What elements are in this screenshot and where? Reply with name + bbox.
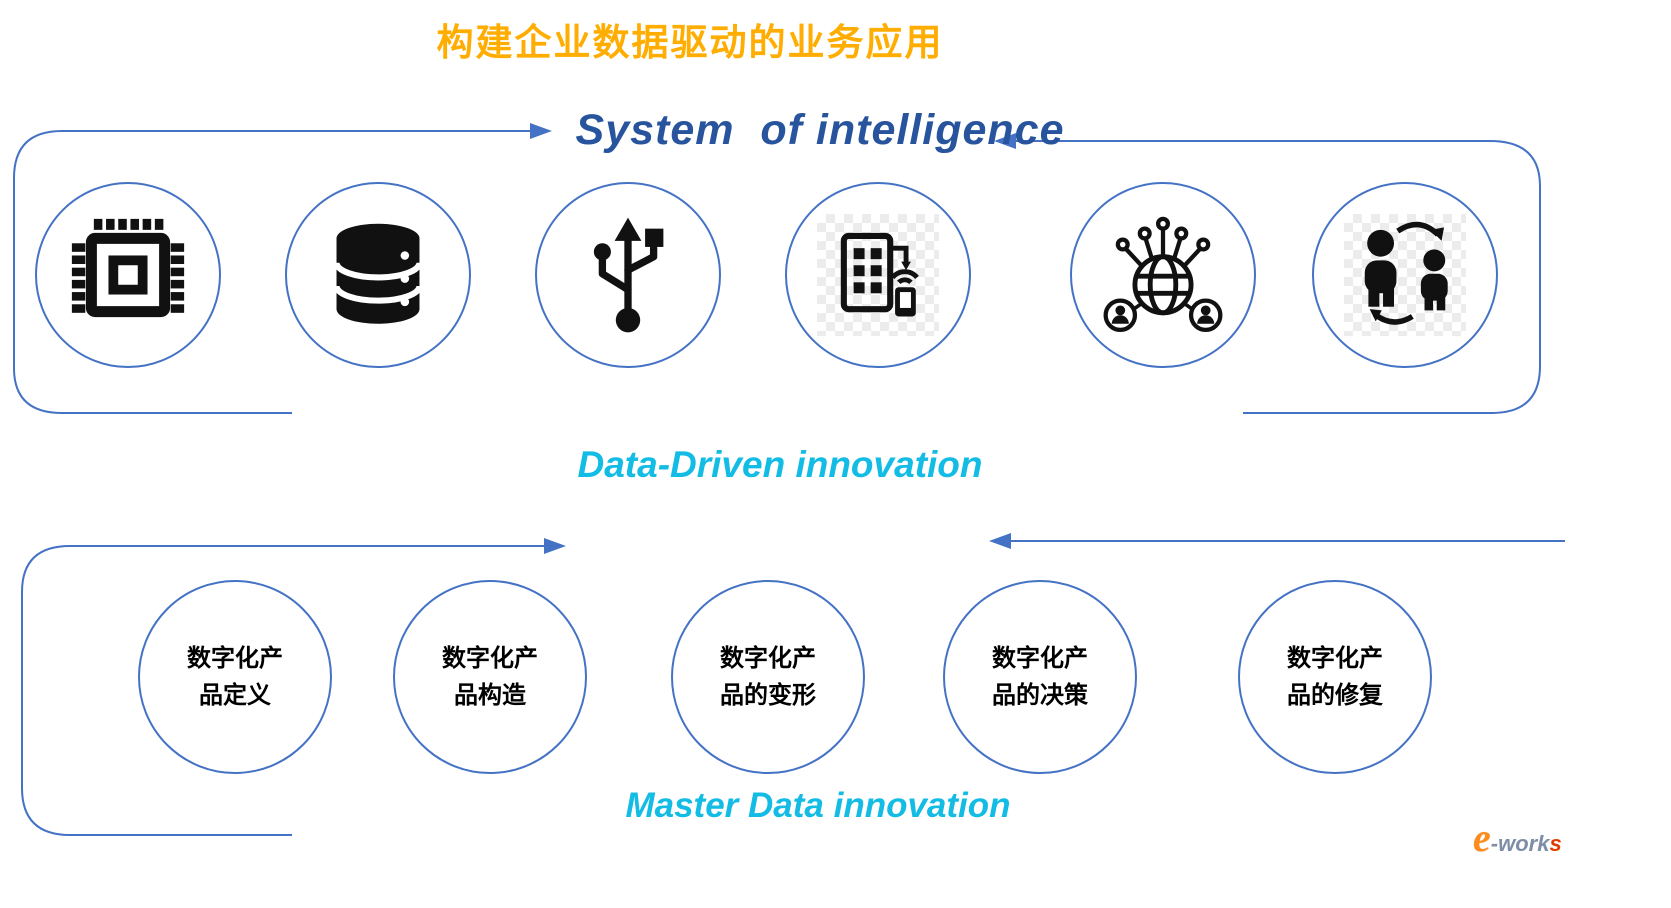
top-section-heading: System of intelligence: [575, 106, 1065, 154]
usb-connector-icon: [567, 214, 689, 336]
node-label-line2: 品定义: [199, 682, 271, 709]
node-label-line1: 数字化产: [720, 644, 816, 672]
node-label-line2: 品的修复: [1287, 682, 1383, 709]
node-label: 数字化产 品的决策: [992, 640, 1088, 714]
node-label-line1: 数字化产: [442, 644, 538, 672]
intelligence-node-database: [285, 182, 471, 368]
logo-s: s: [1549, 831, 1562, 856]
node-label-line1: 数字化产: [1287, 644, 1383, 672]
intelligence-node-cpu: [35, 182, 221, 368]
master-node-construction: 数字化产 品构造: [393, 580, 587, 774]
arrow-right-icon: [544, 538, 566, 554]
cpu-chip-icon: [67, 214, 189, 336]
node-label-line1: 数字化产: [992, 644, 1088, 672]
master-node-definition: 数字化产 品定义: [138, 580, 332, 774]
node-label-line2: 品的决策: [992, 682, 1088, 709]
eworks-logo: e-works: [1473, 814, 1562, 861]
intelligence-node-exchange: [1312, 182, 1498, 368]
logo-e: e: [1473, 815, 1491, 860]
master-data-caption: Master Data innovation: [625, 786, 1011, 825]
database-icon: [317, 214, 439, 336]
intelligence-node-network: [1070, 182, 1256, 368]
master-node-transformation: 数字化产 品的变形: [671, 580, 865, 774]
logo-work: -work: [1490, 831, 1550, 856]
node-label-line2: 品构造: [454, 682, 526, 709]
arrow-left-icon: [989, 533, 1011, 549]
smart-device-icon: [817, 214, 939, 336]
intelligence-node-usb: [535, 182, 721, 368]
node-label-line2: 品的变形: [720, 682, 816, 709]
global-network-icon: [1102, 214, 1224, 336]
master-node-decision: 数字化产 品的决策: [943, 580, 1137, 774]
master-node-repair: 数字化产 品的修复: [1238, 580, 1432, 774]
node-label: 数字化产 品的变形: [720, 640, 816, 714]
node-label: 数字化产 品的修复: [1287, 640, 1383, 714]
people-exchange-icon: [1344, 214, 1466, 336]
node-label: 数字化产 品构造: [442, 640, 538, 714]
node-label: 数字化产 品定义: [187, 640, 283, 714]
node-label-line1: 数字化产: [187, 644, 283, 672]
data-driven-caption: Data-Driven innovation: [577, 444, 983, 485]
arrow-right-icon: [530, 123, 552, 139]
intelligence-node-device: [785, 182, 971, 368]
page-title: 构建企业数据驱动的业务应用: [436, 22, 944, 63]
